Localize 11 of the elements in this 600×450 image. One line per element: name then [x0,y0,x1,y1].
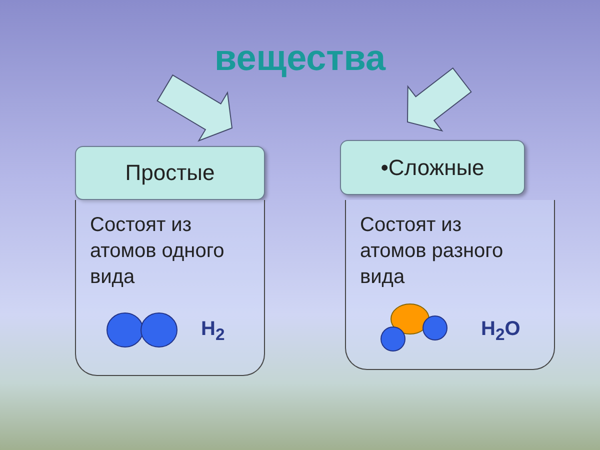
category-box: Простые [75,146,265,200]
description-panel [345,200,555,370]
description-text: Состоят из атомов разного вида [360,213,504,290]
description-text: Состоят из атомов одного вида [90,213,225,290]
formula-text: H$_{2}$O [481,318,520,345]
title-text: вещества [200,30,400,85]
block-arrow [407,67,472,132]
formula-text: H$_{2}$ [201,318,225,345]
category-box: •Сложные [340,140,525,195]
description-panel [75,200,265,376]
block-arrow [156,74,233,142]
